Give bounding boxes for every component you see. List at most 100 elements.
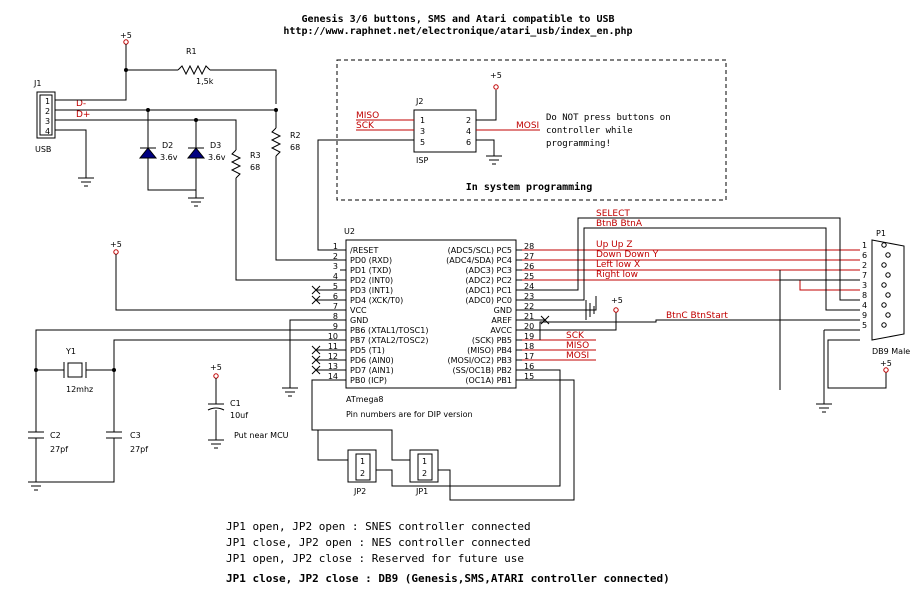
wire-jp2-pb2 — [376, 369, 561, 487]
mcu-right-pin-number: 23 — [524, 292, 534, 301]
jp2-pin-2: 2 — [360, 469, 365, 478]
jp1-pin-2: 2 — [422, 469, 427, 478]
mcu-left-pin-name: PB7 (XTAL2/TOSC2) — [350, 336, 428, 345]
note-3: JP1 open, JP2 close : Reserved for futur… — [226, 552, 524, 565]
mcu-right-pin-number: 28 — [524, 242, 534, 251]
title-line-2: http://www.raphnet.net/electronique/atar… — [283, 25, 632, 37]
db9-pin-number: 8 — [862, 291, 867, 300]
net-isp-miso: MISO — [356, 111, 379, 121]
r1-ref: R1 — [186, 47, 197, 56]
mcu-right-pin-name: AREF — [491, 316, 512, 325]
usb-connector-j1: J1 1 2 3 4 USB D- D+ — [33, 79, 90, 154]
mcu-left-pin-name: PB6 (XTAL1/TOSC1) — [350, 326, 428, 335]
jumper-jp1: 1 2 JP1 — [409, 449, 439, 496]
mcu-right-pin-name: (OC1A) PB1 — [465, 376, 512, 385]
mcu-ref: U2 — [344, 227, 355, 236]
isp-label: ISP — [416, 156, 428, 165]
db9-pin-socket — [885, 292, 891, 298]
wire-select — [522, 217, 860, 301]
resistor-r1: R1 1,5k — [177, 47, 277, 104]
c3-ref: C3 — [130, 431, 141, 440]
net-right: Right low — [596, 270, 638, 280]
db9-pin-number: 9 — [862, 311, 867, 320]
wire-usb-gnd — [55, 129, 87, 178]
mcu-right-pin-number: 27 — [524, 252, 534, 261]
vcc-label-mcu: +5 — [110, 240, 122, 249]
isp-pin-4: 4 — [466, 127, 471, 136]
mcu-left-pin-name: /RESET — [350, 246, 378, 255]
mcu-right-pin-name: (MOSI/OC2) PB3 — [448, 356, 513, 365]
net-select: SELECT — [596, 209, 630, 219]
db9-pin-socket — [881, 302, 887, 308]
wire-jp2 — [311, 379, 348, 461]
mcu-right-pin-name: AVCC — [490, 326, 512, 335]
mcu-body — [345, 239, 517, 389]
mcu-left-pin-name: VCC — [350, 306, 367, 315]
db9-pin-socket — [885, 272, 891, 278]
d2-ref: D2 — [162, 141, 173, 150]
mcu-right-pin-number: 18 — [524, 342, 534, 351]
mcu-left-pin-name: PD3 (INT1) — [350, 286, 393, 295]
usb-pin-2: 2 — [45, 107, 50, 116]
db9-vcc-pin — [883, 367, 889, 373]
mcu-right-pin-name: (ADC0) PC0 — [465, 296, 512, 305]
mcu-left-pin-name: GND — [350, 316, 368, 325]
wire-jp1 — [318, 429, 410, 461]
c2-ref: C2 — [50, 431, 61, 440]
capacitor-c3: C3 27pf — [106, 431, 148, 454]
title-line-1: Genesis 3/6 buttons, SMS and Atari compa… — [301, 13, 614, 25]
db9-connector-p1: P1 DB9 Male — [871, 229, 910, 356]
usb-body-inner — [39, 94, 53, 136]
wire-gnd22 — [522, 296, 597, 311]
vcc-symbol-mcu: +5 — [110, 240, 340, 311]
wire-right — [522, 279, 860, 291]
d3-ref: D3 — [210, 141, 221, 150]
db9-pin-number: 6 — [862, 251, 867, 260]
db9-pin-number: 5 — [862, 321, 867, 330]
usb-body — [36, 91, 56, 139]
diode-d2: D2 3.6v — [138, 110, 196, 191]
mcu-right-pin-number: 24 — [524, 282, 534, 291]
r3-value: 68 — [250, 163, 260, 172]
c1-ref: C1 — [230, 399, 241, 408]
wire-jp1-pb1 — [438, 379, 575, 501]
net-isp-sck: SCK — [356, 121, 375, 131]
vcc-symbol-top: +5 — [120, 31, 132, 70]
isp-warning-1: Do NOT press buttons on — [546, 113, 671, 123]
net-btnb: BtnB BtnA — [596, 219, 643, 229]
jp1-ref: JP1 — [415, 487, 428, 496]
wire-xtal2 — [113, 339, 340, 432]
jp1-pin-1: 1 — [422, 457, 427, 466]
db9-pin-socket — [881, 242, 887, 248]
mcu-left-pin-number: 11 — [328, 342, 338, 351]
mcu-left-pin-number: 3 — [333, 262, 338, 271]
resistor-r3: R3 68 — [230, 149, 340, 281]
usb-pin-3: 3 — [45, 117, 50, 126]
diode-d3: D3 3.6v — [186, 120, 226, 198]
net-down: Down Down Y — [596, 250, 659, 260]
net-d-minus: D- — [76, 99, 86, 109]
db9-pin-socket — [881, 322, 887, 328]
ground-symbol-mcu — [282, 319, 340, 397]
jp2-ref: JP2 — [353, 487, 366, 496]
wire-usb-dplus — [55, 119, 237, 150]
c1-value: 10uf — [230, 411, 248, 420]
c3-value: 27pf — [130, 445, 148, 454]
mcu-left-pin-number: 6 — [333, 292, 338, 301]
no-connect-markers — [311, 285, 550, 375]
mcu-right-pin-name: (SCK) PB5 — [472, 336, 512, 345]
mcu-right-pin-name: GND — [494, 306, 512, 315]
usb-ref: J1 — [33, 79, 41, 88]
capacitor-c1: +5 C1 10uf Put near MCU — [207, 363, 289, 449]
mcu-note: Pin numbers are for DIP version — [346, 410, 473, 419]
avcc-vcc-label: +5 — [611, 296, 623, 305]
mcu-right-pin-name: (ADC2) PC2 — [465, 276, 512, 285]
mcu-right-pin-name: (ADC1) PC1 — [465, 286, 512, 295]
db9-pin-socket — [885, 312, 891, 318]
vcc-label-top: +5 — [120, 31, 132, 40]
isp-pin-1: 1 — [420, 116, 425, 125]
note-2: JP1 close, JP2 open : NES controller con… — [226, 536, 531, 549]
r2-value: 68 — [290, 143, 300, 152]
mcu-left-pin-name: PD1 (TXD) — [350, 266, 391, 275]
